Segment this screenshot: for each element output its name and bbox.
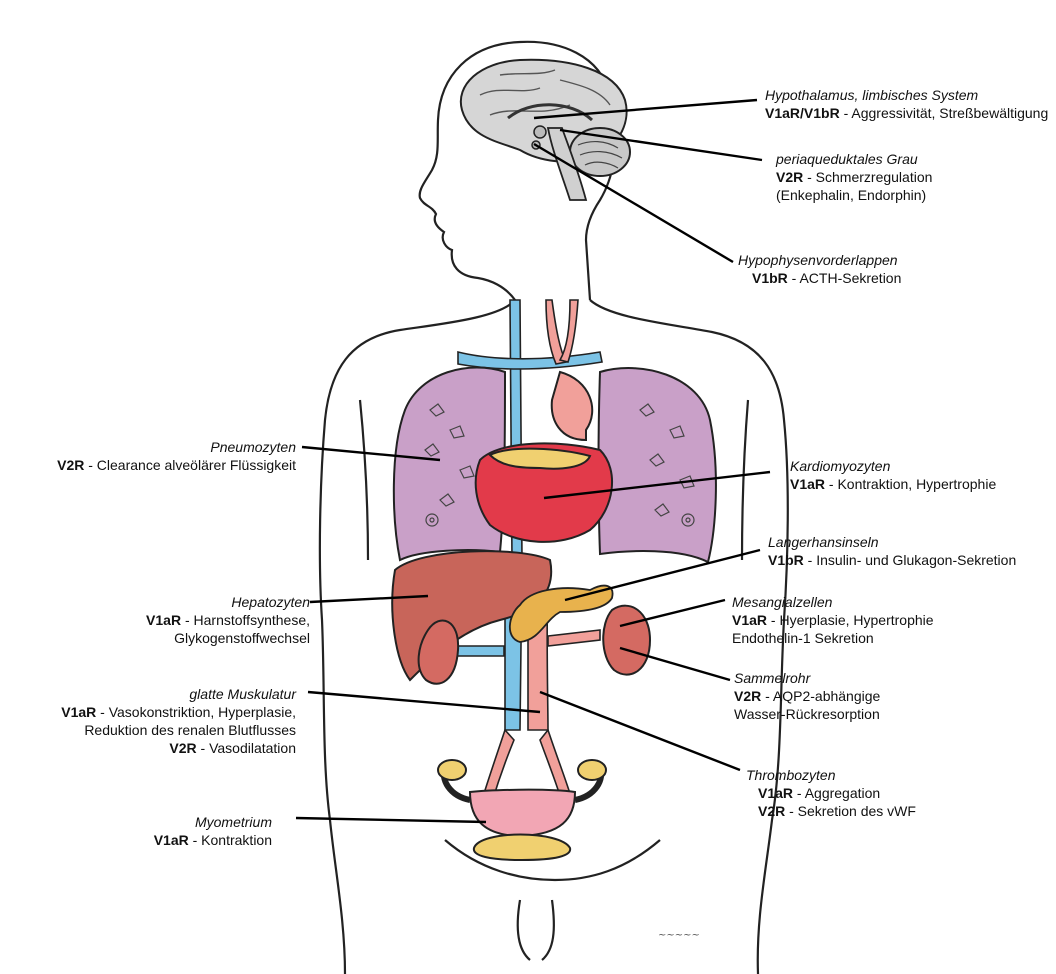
label-mesangial: Mesangialzellen V1aR - Hyerplasie, Hyper… <box>732 593 934 647</box>
label-title: Kardiomyozyten <box>790 457 996 475</box>
label-title: Langerhansinseln <box>768 533 1016 551</box>
label-title: Hypothalamus, limbisches System <box>765 86 1048 104</box>
leader-pituitary <box>534 144 733 262</box>
effect-text: - ACTH-Sekretion <box>788 270 902 286</box>
receptor-code: V2R <box>169 740 196 756</box>
label-cardiomyocytes: Kardiomyozyten V1aR - Kontraktion, Hyper… <box>790 457 996 493</box>
effect-text: (Enkephalin, Endorphin) <box>776 187 926 203</box>
effect-text: - Vasodilatation <box>197 740 296 756</box>
effect-text: - Kontraktion, Hypertrophie <box>825 476 996 492</box>
brain <box>461 60 630 200</box>
label-hepatocytes: Hepatozyten V1aR - Harnstoffsynthese, Gl… <box>146 593 310 647</box>
label-title: periaqueduktales Grau <box>776 150 932 168</box>
effect-text: - Sekretion des vWF <box>785 803 916 819</box>
effect-text: - Aggregation <box>793 785 880 801</box>
label-myometrium: Myometrium V1aR - Kontraktion <box>154 813 272 849</box>
receptor-code: V2R <box>758 803 785 819</box>
label-smooth-muscle: glatte Muskulatur V1aR - Vasokonstriktio… <box>61 685 296 757</box>
receptor-code: V1aR <box>61 704 96 720</box>
label-pneumocytes: Pneumozyten V2R - Clearance alveölärer F… <box>57 438 296 474</box>
receptor-code: V1aR <box>732 612 767 628</box>
receptor-code: V1aR <box>146 612 181 628</box>
label-langerhans: Langerhansinseln V1bR - Insulin- und Glu… <box>768 533 1016 569</box>
receptor-code: V1aR <box>154 832 189 848</box>
label-thrombocytes: Thrombozyten V1aR - Aggregation V2R - Se… <box>746 766 916 820</box>
receptor-code: V2R <box>734 688 761 704</box>
label-pituitary: Hypophysenvorderlappen V1bR - ACTH-Sekre… <box>738 251 901 287</box>
uterus <box>438 760 606 860</box>
label-collecting-duct: Sammelrohr V2R - AQP2-abhängige Wasser-R… <box>734 669 880 723</box>
label-title: Mesangialzellen <box>732 593 934 611</box>
receptor-code: V2R <box>57 457 84 473</box>
effect-text: - Kontraktion <box>189 832 272 848</box>
effect-text: - Vasokonstriktion, Hyperplasie, <box>96 704 296 720</box>
effect-text: - Clearance alveölärer Flüssigkeit <box>84 457 296 473</box>
effect-text: Endothelin-1 Sekretion <box>732 630 874 646</box>
effect-text: - Insulin- und Glukagon-Sekretion <box>804 552 1016 568</box>
effect-text: - Aggressivität, Streßbewältigung <box>840 105 1049 121</box>
receptor-code: V2R <box>776 169 803 185</box>
label-title: Myometrium <box>154 813 272 831</box>
receptor-code: V1bR <box>752 270 788 286</box>
effect-text: - Schmerzregulation <box>803 169 932 185</box>
label-title: Pneumozyten <box>57 438 296 456</box>
receptor-code: V1aR <box>790 476 825 492</box>
leader-thrombocytes <box>540 692 740 770</box>
label-title: glatte Muskulatur <box>61 685 296 703</box>
label-title: Thrombozyten <box>746 766 916 784</box>
effect-text: Reduktion des renalen Blutflusses <box>84 722 296 738</box>
effect-text: Glykogenstoffwechsel <box>174 630 310 646</box>
leader-langerhans <box>565 550 760 600</box>
leader-myometrium <box>296 818 486 822</box>
artist-signature: ~~~~~ <box>658 930 700 941</box>
receptor-code: V1aR/V1bR <box>765 105 840 121</box>
receptor-code: V1bR <box>768 552 804 568</box>
label-periaqueductal: periaqueduktales Grau V2R - Schmerzregul… <box>776 150 932 204</box>
effect-text: Wasser-Rückresorption <box>734 706 880 722</box>
effect-text: - AQP2-abhängige <box>761 688 880 704</box>
receptor-code: V1aR <box>758 785 793 801</box>
label-title: Sammelrohr <box>734 669 880 687</box>
label-title: Hepatozyten <box>146 593 310 611</box>
label-hypothalamus: Hypothalamus, limbisches System V1aR/V1b… <box>765 86 1048 122</box>
effect-text: - Harnstoffsynthese, <box>181 612 310 628</box>
label-title: Hypophysenvorderlappen <box>738 251 901 269</box>
effect-text: - Hyerplasie, Hypertrophie <box>767 612 934 628</box>
